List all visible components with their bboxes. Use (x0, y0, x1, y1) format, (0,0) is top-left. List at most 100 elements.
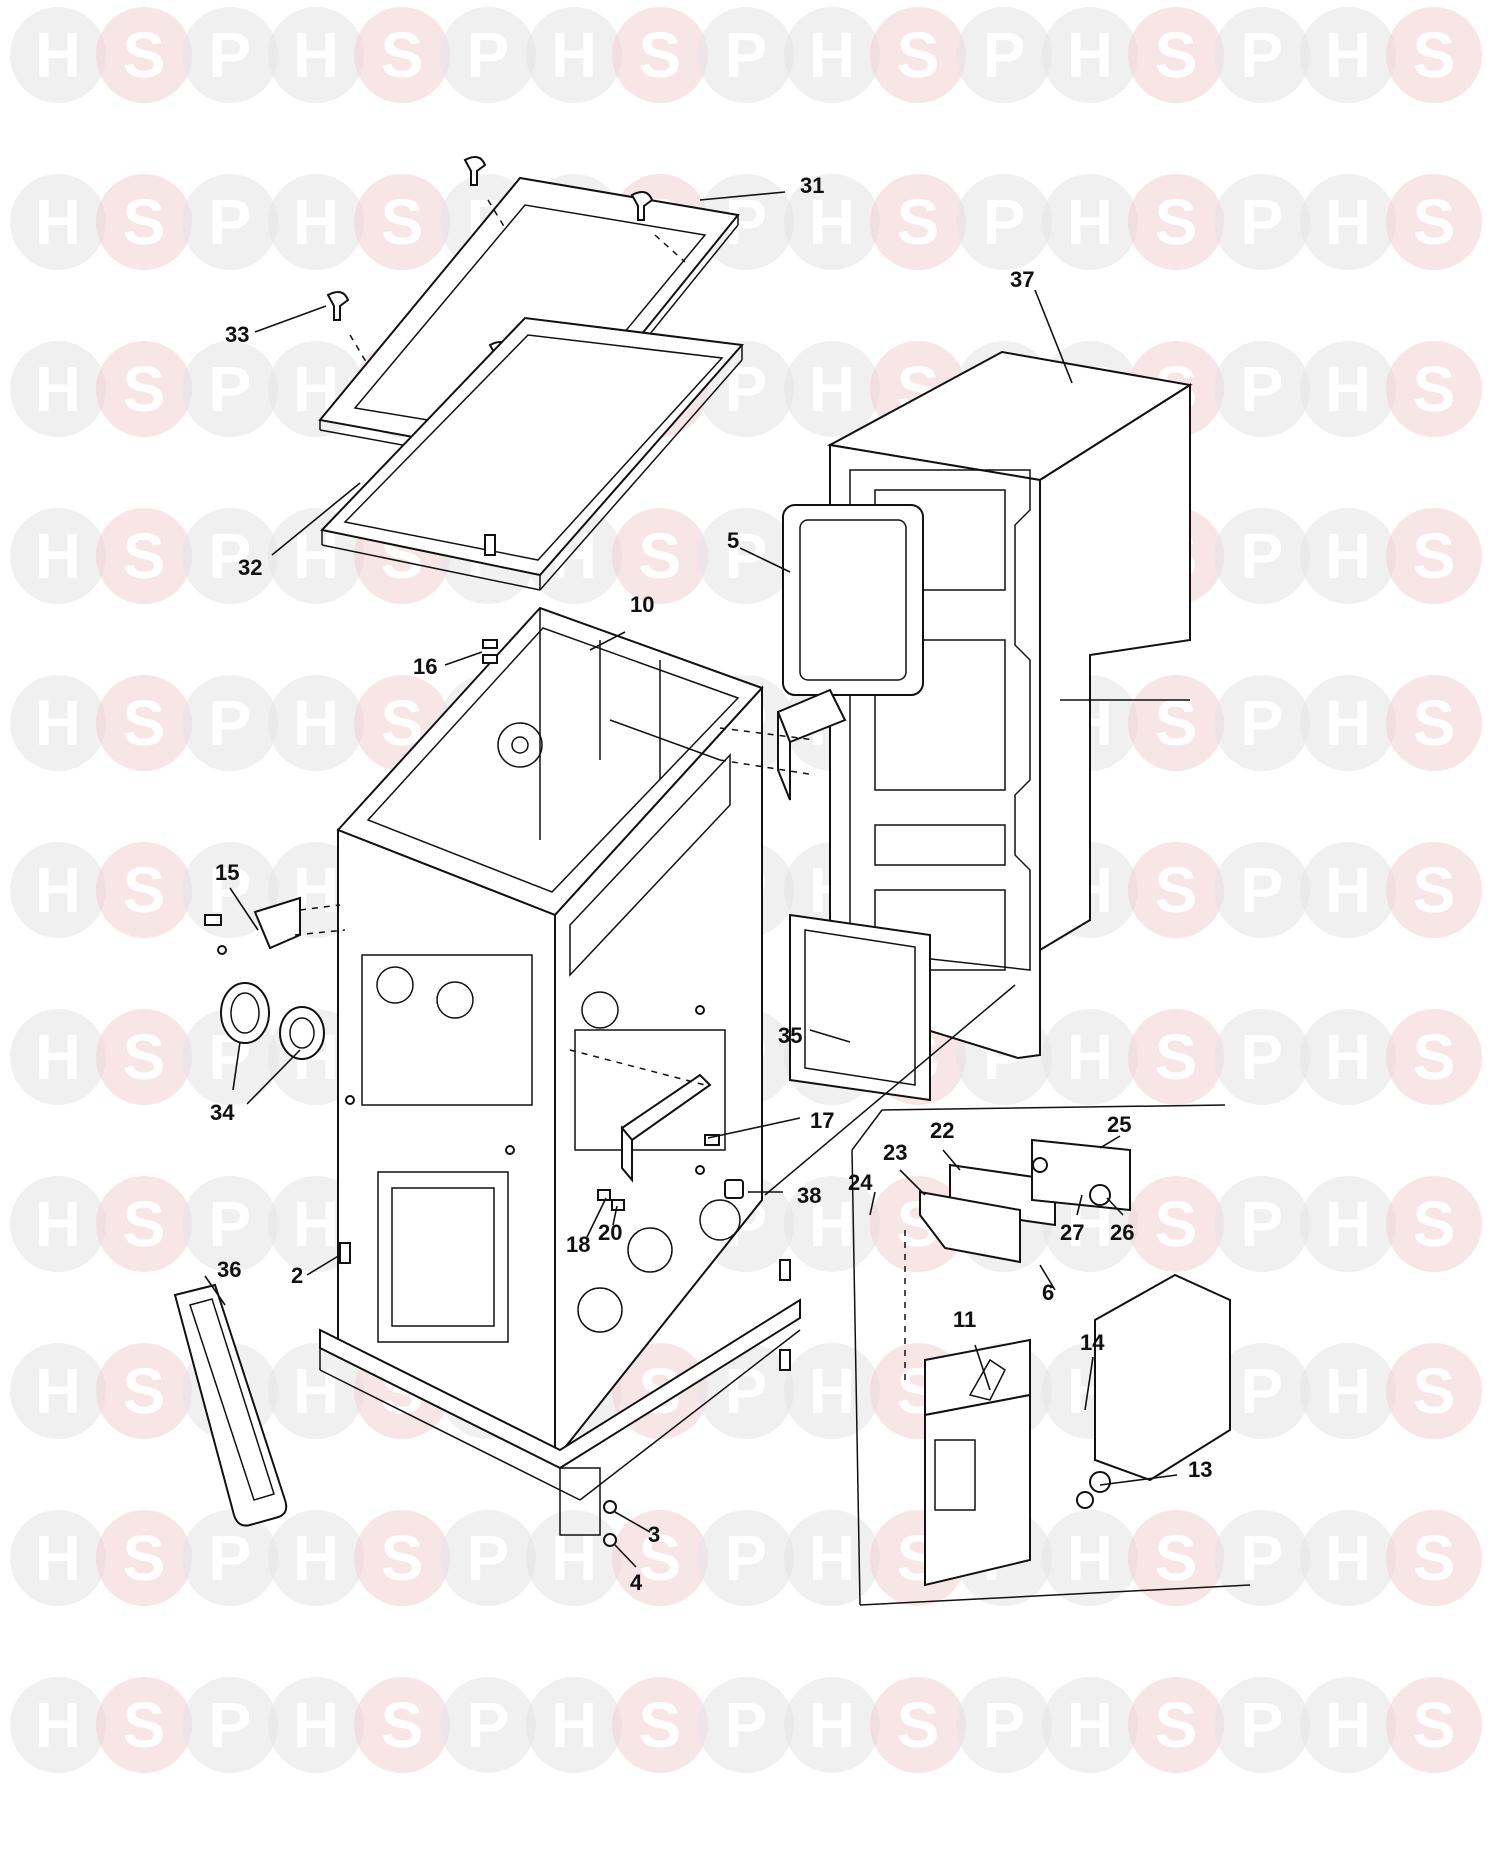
watermark-badge: H (268, 174, 364, 270)
watermark-badge: H (1300, 1009, 1396, 1105)
svg-text:S: S (123, 1689, 166, 1761)
watermark-badge: S (96, 1510, 192, 1606)
part-label-15: 15 (215, 860, 239, 885)
watermark-badge: P (1214, 1009, 1310, 1105)
left-bracket-assembly (204, 896, 346, 955)
part-label-17: 17 (810, 1108, 834, 1133)
svg-text:S: S (639, 520, 682, 592)
watermark-badge: H (1042, 174, 1138, 270)
svg-text:P: P (725, 1689, 768, 1761)
watermark-badge: H (10, 7, 106, 103)
svg-text:H: H (293, 1188, 339, 1260)
watermark-badge: S (1128, 842, 1224, 938)
part-label-34: 34 (210, 1100, 235, 1125)
svg-text:H: H (35, 1522, 81, 1594)
control-box-inset (851, 1104, 1251, 1606)
watermark-badge: P (182, 675, 278, 771)
watermark-badge: H (1042, 1009, 1138, 1105)
part-label-36: 36 (217, 1257, 241, 1282)
watermark-badge: H (1042, 7, 1138, 103)
part-labels: 31 37 33 32 5 10 16 15 34 35 17 22 25 23… (210, 173, 1212, 1595)
svg-text:P: P (1241, 854, 1284, 926)
svg-text:S: S (1155, 687, 1198, 759)
svg-text:P: P (725, 1522, 768, 1594)
watermark-badge: S (1386, 1176, 1482, 1272)
svg-text:P: P (1241, 19, 1284, 91)
svg-text:S: S (381, 186, 424, 258)
svg-text:H: H (1325, 353, 1371, 425)
inset-pointer-line (764, 984, 1016, 1196)
watermark-badge: H (1300, 1176, 1396, 1272)
watermark-badge: H (10, 1176, 106, 1272)
svg-text:P: P (209, 353, 252, 425)
svg-text:S: S (1413, 1689, 1456, 1761)
svg-text:H: H (1067, 19, 1113, 91)
watermark-badge: H (10, 842, 106, 938)
svg-text:P: P (209, 186, 252, 258)
svg-text:P: P (209, 687, 252, 759)
svg-text:S: S (381, 19, 424, 91)
watermark-badge: H (10, 1510, 106, 1606)
part-label-4: 4 (630, 1570, 643, 1595)
svg-text:H: H (1067, 1021, 1113, 1093)
watermark-badge: P (182, 508, 278, 604)
svg-text:S: S (123, 854, 166, 926)
svg-text:S: S (1413, 520, 1456, 592)
watermark-badge: S (612, 1510, 708, 1606)
watermark-badge: P (182, 7, 278, 103)
svg-text:H: H (551, 19, 597, 91)
part-label-13: 13 (1188, 1457, 1212, 1482)
watermark-badge: P (956, 1677, 1052, 1773)
watermark-badge: S (96, 842, 192, 938)
svg-text:S: S (123, 1188, 166, 1260)
part-label-5: 5 (727, 528, 739, 553)
watermark-badge: H (784, 7, 880, 103)
watermark-badge: P (1214, 7, 1310, 103)
part-label-3: 3 (648, 1522, 660, 1547)
svg-text:H: H (293, 687, 339, 759)
watermark-badge: S (354, 174, 450, 270)
svg-text:P: P (209, 1188, 252, 1260)
watermark-badge: S (96, 1677, 192, 1773)
svg-text:H: H (35, 19, 81, 91)
part-label-31: 31 (800, 173, 824, 198)
svg-text:H: H (293, 1522, 339, 1594)
watermark-badge: S (1128, 1510, 1224, 1606)
watermark-badge: H (1042, 1510, 1138, 1606)
svg-text:P: P (983, 19, 1026, 91)
svg-text:S: S (1413, 854, 1456, 926)
part-label-11: 11 (953, 1307, 976, 1332)
svg-text:H: H (809, 353, 855, 425)
watermark-badge: H (526, 1510, 622, 1606)
watermark-badge: S (1128, 1009, 1224, 1105)
svg-text:S: S (1155, 1021, 1198, 1093)
svg-text:H: H (1325, 1689, 1371, 1761)
svg-text:S: S (1413, 186, 1456, 258)
svg-text:P: P (1241, 1188, 1284, 1260)
side-gasket-upper (782, 504, 924, 696)
watermark-badge: P (698, 7, 794, 103)
watermark-badge: H (268, 1677, 364, 1773)
watermark-badge: H (1300, 341, 1396, 437)
watermark-badge: S (1128, 174, 1224, 270)
watermark-badge: H (10, 174, 106, 270)
part-label-25: 25 (1107, 1112, 1131, 1137)
watermark-badge: S (612, 7, 708, 103)
svg-text:H: H (1067, 1689, 1113, 1761)
watermark-badge: P (182, 1677, 278, 1773)
side-gasket-lower (789, 913, 931, 1102)
watermark-badge: H (10, 675, 106, 771)
svg-text:H: H (809, 19, 855, 91)
svg-text:P: P (1241, 520, 1284, 592)
watermark-badge: H (526, 1677, 622, 1773)
svg-text:S: S (123, 19, 166, 91)
svg-text:H: H (35, 687, 81, 759)
watermark-badge: S (1386, 675, 1482, 771)
watermark-badge: H (10, 1343, 106, 1439)
part-label-14: 14 (1080, 1330, 1105, 1355)
svg-text:P: P (725, 1355, 768, 1427)
watermark-badge: S (612, 508, 708, 604)
svg-text:H: H (293, 1689, 339, 1761)
watermark-badge: S (870, 7, 966, 103)
part-label-6: 6 (1042, 1280, 1054, 1305)
